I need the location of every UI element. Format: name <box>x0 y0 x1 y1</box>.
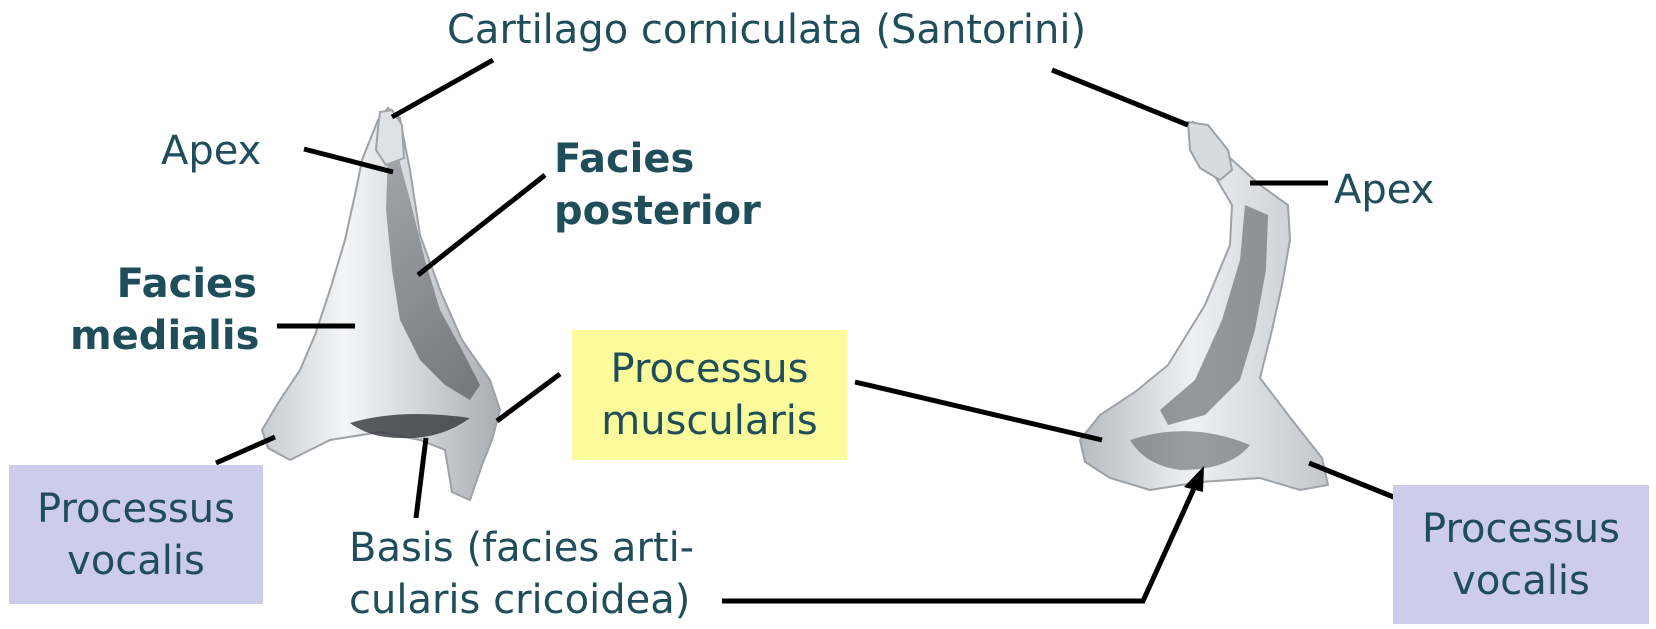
right-shadow-fold <box>1160 205 1268 425</box>
label-processus-muscularis-line2: muscularis <box>601 398 818 444</box>
right-arytenoid-cartilage <box>1078 120 1330 492</box>
label-basis: Basis (facies arti- cularis cricoidea) <box>349 522 694 626</box>
leader-lines <box>214 57 1397 604</box>
left-posterior-surface <box>386 150 480 400</box>
left-arytenoid-cartilage <box>260 106 502 502</box>
leader-cartilago-left <box>390 57 495 120</box>
label-facies-posterior: Facies posterior <box>554 133 761 237</box>
label-processus-vocalis-left: Processus vocalis <box>9 465 263 604</box>
label-processus-vocalis-left-line1: Processus <box>37 485 235 532</box>
label-basis-line1: Basis (facies arti- <box>349 525 695 571</box>
basis-arrowhead <box>1184 466 1204 492</box>
right-basis-shadow <box>1130 431 1250 470</box>
label-facies-medialis-line1: Facies <box>116 261 257 307</box>
label-cartilago-corniculata: Cartilago corniculata (Santorini) <box>447 7 1087 53</box>
label-processus-vocalis-right-line2: vocalis <box>1452 557 1590 604</box>
leader-processus-muscularis-left <box>495 371 562 424</box>
leader-processus-vocalis-right <box>1308 460 1397 501</box>
leader-apex-left <box>303 146 394 175</box>
label-basis-line2: cularis cricoidea) <box>349 577 691 623</box>
left-basis-groove <box>350 414 470 439</box>
leader-processus-muscularis-right <box>854 379 1103 443</box>
label-processus-muscularis: Processus muscularis <box>572 330 847 460</box>
label-facies-posterior-line1: Facies <box>554 136 695 182</box>
label-facies-medialis-line2: medialis <box>70 313 260 359</box>
right-cartilage-body <box>1078 120 1330 492</box>
left-apex-tip <box>374 108 406 167</box>
leader-basis-right <box>722 482 1199 604</box>
label-processus-vocalis-right-line1: Processus <box>1422 505 1620 552</box>
right-apex-tip <box>1186 120 1234 182</box>
label-processus-vocalis-right: Processus vocalis <box>1393 485 1649 624</box>
label-facies-posterior-line2: posterior <box>554 188 761 234</box>
leader-processus-vocalis-left <box>214 434 277 466</box>
label-apex-left: Apex <box>161 128 262 174</box>
leader-facies-posterior <box>416 173 547 277</box>
label-facies-medialis: Facies medialis <box>70 258 260 362</box>
leader-cartilago-right <box>1051 67 1189 128</box>
label-apex-right: Apex <box>1334 167 1435 213</box>
label-processus-muscularis-line1: Processus <box>610 346 809 392</box>
label-processus-vocalis-left-line2: vocalis <box>67 537 205 584</box>
leader-basis-left <box>413 437 429 519</box>
